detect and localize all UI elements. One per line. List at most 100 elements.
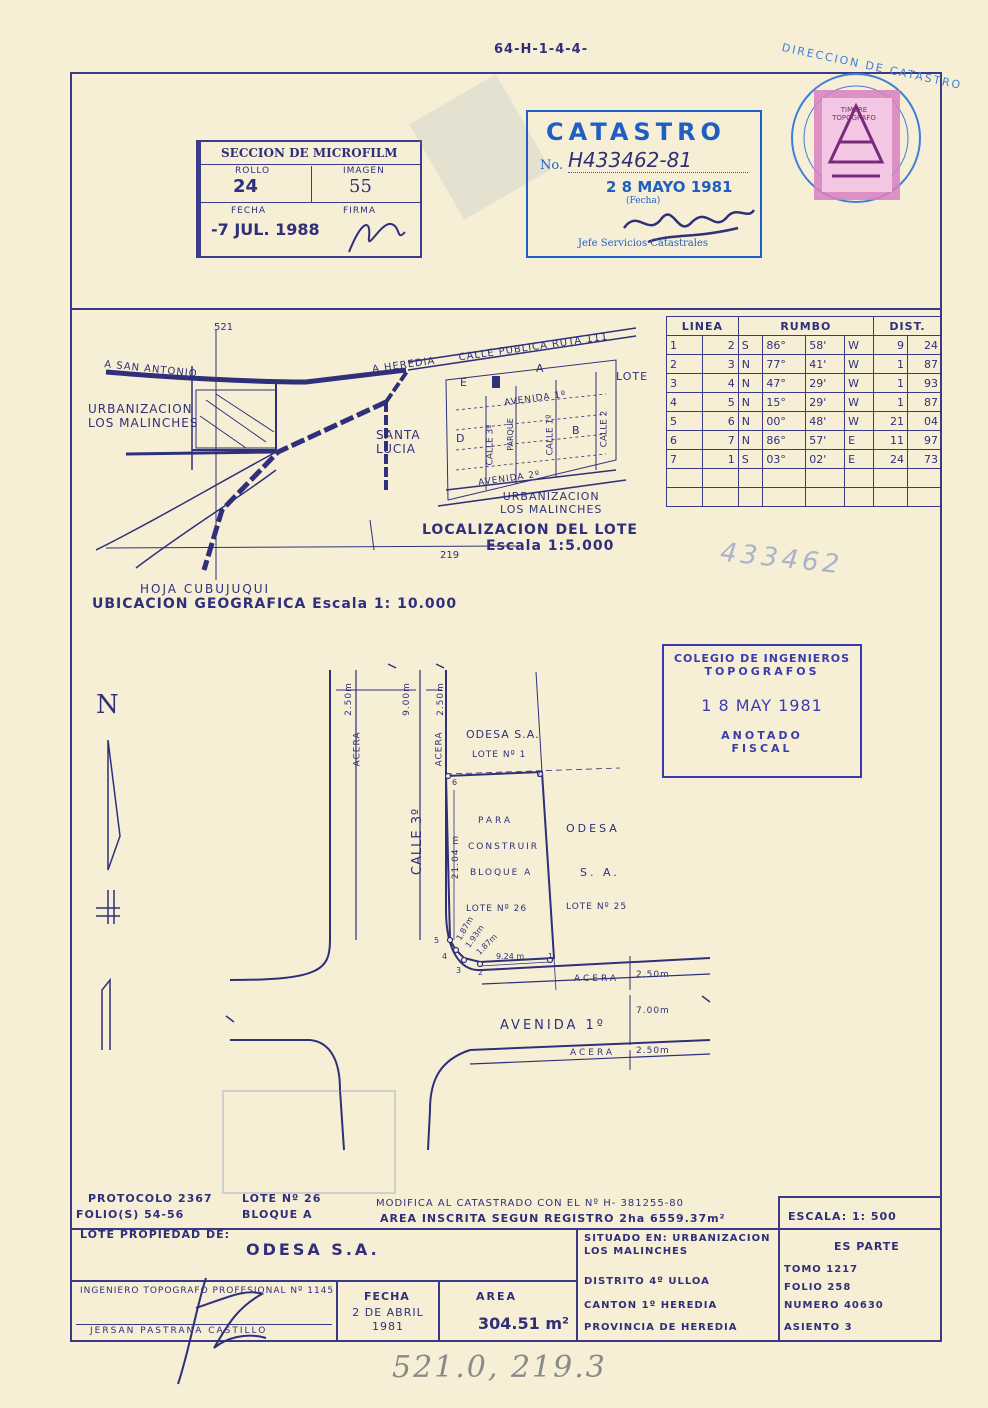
table-row — [666, 468, 943, 488]
table-cell: E — [844, 430, 875, 450]
table-cell — [906, 487, 943, 507]
avenida-label: AVENIDA 1º — [500, 1018, 606, 1033]
table-cell: N — [737, 354, 764, 374]
table-cell: 93 — [906, 373, 943, 393]
bottom-handwriting: 521.0, 219.3 — [392, 1350, 607, 1385]
catastro-signature — [622, 209, 756, 244]
table-cell: 47° — [762, 373, 807, 393]
label-urbanizacion-small: URBANIZACION LOS MALINCHES — [500, 490, 603, 516]
catastro-no-label: No. — [540, 158, 564, 173]
table-cell: 00° — [762, 411, 807, 431]
acera-label-left: ACERA — [352, 731, 363, 767]
label-lote: LOTE — [616, 370, 649, 383]
calle3-label: CALLE 3º — [410, 807, 426, 876]
table-cell: N — [737, 430, 764, 450]
north-arrow-label: N — [96, 690, 119, 720]
label-block-d: D — [456, 432, 465, 445]
table-cell: 87 — [906, 392, 943, 412]
table-cell: 4 — [666, 392, 703, 412]
table-cell: 21 — [873, 411, 908, 431]
dist-924: 9.24 m — [496, 952, 525, 961]
table-cell — [762, 468, 807, 488]
table-cell: N — [737, 411, 764, 431]
modifica: MODIFICA AL CATASTRADO CON EL Nº H- 3812… — [376, 1198, 685, 1209]
colegio-stamp: COLEGIO DE INGENIEROS TOPOGRAFOS 1 8 MAY… — [662, 644, 862, 778]
catastro-date: 2 8 MAYO 1981 — [606, 178, 733, 196]
table-cell: 48' — [805, 411, 846, 431]
divider — [70, 308, 942, 310]
label-block-b: B — [572, 424, 580, 437]
table-cell: 2 — [701, 335, 739, 355]
label-urbanizacion-left: URBANIZACION LOS MALINCHES — [88, 402, 199, 430]
document-code: 64-H-1-4-4- — [494, 42, 589, 57]
table-cell: 03° — [762, 449, 807, 469]
catastro-title: CATASTRO — [546, 118, 726, 146]
table-cell: 1 — [873, 354, 908, 374]
table-cell — [844, 468, 875, 488]
table-cell: 3 — [666, 373, 703, 393]
table-cell — [906, 468, 943, 488]
table-cell: 6 — [666, 430, 703, 450]
acera-label-bottom2: ACERA — [570, 1048, 616, 1058]
table-cell: 41' — [805, 354, 846, 374]
table-cell: 02' — [805, 449, 846, 469]
table-cell: N — [737, 373, 764, 393]
point-3: 3 — [456, 966, 462, 975]
fecha-footer-value: 2 DE ABRIL 1981 — [352, 1306, 424, 1333]
odesa-top-label: ODESA S.A. — [466, 728, 540, 741]
table-cell: N — [737, 392, 764, 412]
colegio-date: 1 8 MAY 1981 — [701, 696, 823, 715]
folio: FOLIO(S) 54-56 — [76, 1208, 185, 1221]
acera-250-right: 2.50m — [435, 682, 446, 716]
table-cell: 29' — [805, 373, 846, 393]
point-6: 6 — [452, 778, 458, 787]
table-row — [666, 487, 943, 507]
odesa-right-label: ODESA — [566, 822, 620, 835]
table-cell — [805, 468, 846, 488]
table-cell — [762, 487, 807, 507]
footer-divider — [70, 1228, 942, 1230]
table-cell: W — [844, 335, 875, 355]
table-cell: 7 — [666, 449, 703, 469]
para-label: PARA — [478, 816, 514, 826]
point-7: 7 — [536, 770, 542, 779]
table-cell: 86° — [762, 335, 807, 355]
table-cell: 15° — [762, 392, 807, 412]
dist-2104: 21.04 m — [451, 834, 462, 880]
provincia: PROVINCIA DE HEREDIA — [584, 1322, 738, 1333]
point-2: 2 — [478, 968, 484, 977]
construir-label: CONSTRUIR — [468, 842, 540, 852]
firma-label: FIRMA — [343, 206, 377, 216]
catastro-number: H433462-81 — [568, 148, 693, 172]
rollo-value: 24 — [233, 176, 259, 197]
table-cell: W — [844, 392, 875, 412]
fecha-label: FECHA — [231, 206, 267, 216]
plan-frame — [70, 72, 942, 1342]
table-cell: 7 — [701, 430, 739, 450]
label-parque: PARQUE — [505, 418, 515, 451]
table-cell — [701, 487, 739, 507]
bloque-label: BLOQUE A — [470, 868, 533, 878]
table-cell: S — [737, 335, 764, 355]
acera-250-left: 2.50m — [343, 682, 354, 716]
area-inscrita: AREA INSCRITA SEGUN REGISTRO 2ha 6559.37… — [380, 1212, 726, 1225]
location-map — [96, 327, 637, 580]
table-cell — [844, 487, 875, 507]
table-cell: 2 — [666, 354, 703, 374]
situado: SITUADO EN: URBANIZACION LOS MALINCHES — [584, 1233, 771, 1257]
table-cell: 29' — [805, 392, 846, 412]
area-value: 304.51 m² — [478, 1314, 569, 1333]
table-cell — [701, 468, 739, 488]
table-cell: 1 — [701, 449, 739, 469]
label-calle2-small: CALLE 2 — [599, 410, 610, 448]
faint-box-stamp — [222, 1090, 396, 1194]
table-cell — [737, 468, 764, 488]
escala: ESCALA: 1: 500 — [788, 1210, 897, 1223]
table-cell: W — [844, 411, 875, 431]
microfilm-title: SECCION DE MICROFILM — [221, 146, 398, 160]
acera-250-bottom2: 2.50m — [636, 1046, 670, 1056]
